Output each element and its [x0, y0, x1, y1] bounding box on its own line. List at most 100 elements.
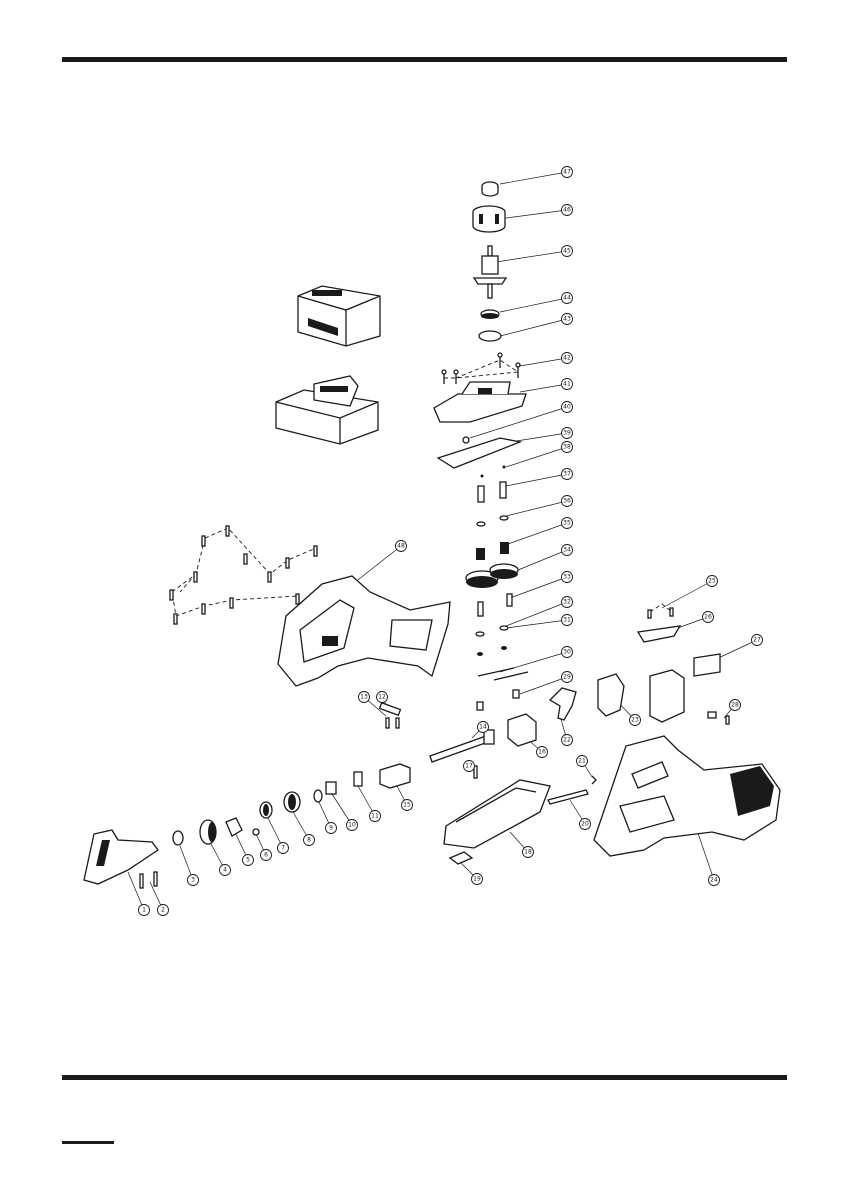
callout-number: 45 [563, 248, 571, 255]
callout-number: 4 [223, 867, 227, 874]
screw-set [170, 526, 729, 724]
callout-number: 18 [524, 849, 532, 856]
callout-number: 10 [348, 822, 356, 829]
callout-number: 11 [371, 813, 379, 820]
callout-number: 3 [191, 877, 195, 884]
callout-number: 25 [708, 578, 716, 585]
callout-number: 16 [538, 749, 546, 756]
part-callout: 14 [478, 722, 489, 733]
leader-line [506, 474, 567, 486]
part-callout: 9 [326, 823, 337, 834]
part-callout: 32 [562, 597, 573, 608]
gear-case [444, 780, 550, 864]
part-callout: 7 [278, 843, 289, 854]
leader-line [508, 523, 567, 544]
leader-line [510, 433, 567, 442]
part-callout: 12 [377, 692, 388, 703]
battery-pack [298, 286, 380, 346]
part-callout: 48 [396, 541, 407, 552]
motor-stack [434, 182, 528, 710]
callout-number: 35 [563, 520, 571, 527]
part-callout: 37 [562, 469, 573, 480]
leader-line [500, 319, 567, 336]
part-callout: 42 [562, 353, 573, 364]
part-callout: 26 [703, 612, 714, 623]
part-callout: 39 [562, 428, 573, 439]
callout-number: 46 [563, 207, 571, 214]
part-callout: 11 [370, 811, 381, 822]
callout-number: 37 [563, 471, 571, 478]
part-callout: 3 [188, 875, 199, 886]
callout-number: 9 [329, 825, 333, 832]
part-callout: 16 [537, 747, 548, 758]
callout-number: 24 [710, 877, 718, 884]
callout-number: 29 [563, 674, 571, 681]
callout-number: 14 [479, 724, 487, 731]
callout-number: 27 [753, 637, 761, 644]
part-callout: 28 [730, 700, 741, 711]
callout-number: 34 [563, 547, 571, 554]
part-callout: 38 [562, 442, 573, 453]
part-callout: 33 [562, 572, 573, 583]
part-callout: 27 [752, 635, 763, 646]
leader-line [520, 384, 567, 392]
callout-number: 20 [581, 821, 589, 828]
callout-number: 40 [563, 404, 571, 411]
callout-number: 22 [563, 737, 571, 744]
part-callout: 13 [359, 692, 370, 703]
part-callout: 10 [347, 820, 358, 831]
leader-line [506, 447, 567, 467]
part-callout: 40 [562, 402, 573, 413]
part-callout: 8 [304, 835, 315, 846]
callout-number: 39 [563, 430, 571, 437]
leader-line [500, 172, 567, 184]
callout-number: 5 [246, 857, 250, 864]
leader-line [506, 620, 567, 628]
callout-number: 7 [281, 845, 285, 852]
callout-number: 8 [307, 837, 311, 844]
part-callout: 46 [562, 205, 573, 216]
leader-line [518, 550, 567, 570]
callout-number: 19 [473, 876, 481, 883]
part-callout: 41 [562, 379, 573, 390]
callout-number: 43 [563, 316, 571, 323]
callout-number: 48 [397, 543, 405, 550]
leader-line [506, 602, 567, 626]
callout-number: 30 [563, 649, 571, 656]
callout-number: 13 [360, 694, 368, 701]
part-callout: 36 [562, 496, 573, 507]
leader-line [506, 210, 567, 218]
callout-number: 36 [563, 498, 571, 505]
leader-line [510, 577, 567, 598]
callout-number: 26 [704, 614, 712, 621]
part-callout: 1 [139, 905, 150, 916]
callout-number: 2 [161, 907, 165, 914]
part-callout: 24 [709, 875, 720, 886]
leader-line [500, 298, 567, 312]
charger [276, 376, 378, 444]
part-callout: 43 [562, 314, 573, 325]
leader-line [662, 581, 712, 608]
callout-number: 6 [264, 852, 268, 859]
callout-number: 41 [563, 381, 571, 388]
leader-line [520, 358, 567, 366]
part-callout: 35 [562, 518, 573, 529]
part-callout: 4 [220, 865, 231, 876]
part-callout: 34 [562, 545, 573, 556]
callout-number: 32 [563, 599, 571, 606]
part-callout: 31 [562, 615, 573, 626]
part-callout: 47 [562, 167, 573, 178]
part-callout: 45 [562, 246, 573, 257]
callout-number: 1 [142, 907, 146, 914]
part-callout: 19 [472, 874, 483, 885]
callout-number: 33 [563, 574, 571, 581]
callout-number: 31 [563, 617, 571, 624]
leader-line [496, 251, 567, 262]
part-callout: 15 [402, 800, 413, 811]
callout-number: 15 [403, 802, 411, 809]
part-callout: 21 [577, 756, 588, 767]
part-callout: 44 [562, 293, 573, 304]
leader-line [506, 501, 567, 516]
part-callout: 25 [707, 576, 718, 587]
part-callout: 23 [630, 715, 641, 726]
